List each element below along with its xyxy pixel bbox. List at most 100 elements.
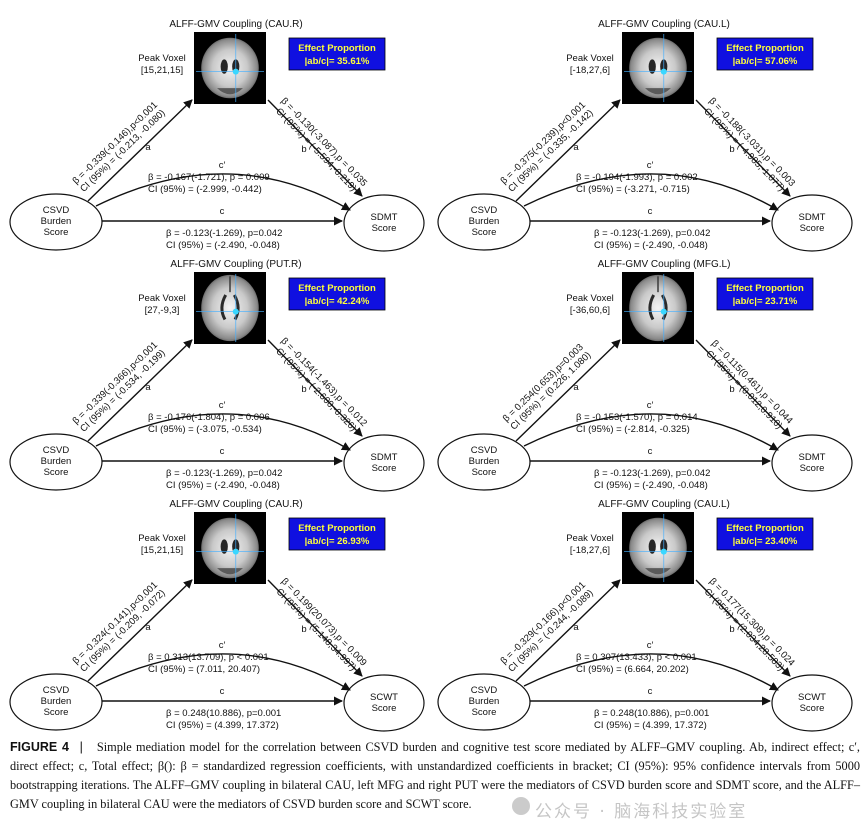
path-c-prime-beta: β = -0.176(-1.804), p = 0.006 [148, 412, 270, 423]
path-b-label: b [301, 624, 306, 635]
mediation-panel: ALFF-GMV Coupling (MFG.L)Peak Voxel[-36,… [437, 259, 853, 492]
path-c-prime-ci: CI (95%) = (-2.999, -0.442) [148, 184, 262, 195]
brain-cortex [201, 37, 259, 99]
node-x-label: CSVD [43, 445, 70, 456]
path-c-ci: CI (95%) = (-2.490, -0.048) [166, 240, 280, 251]
peak-voxel-label: Peak Voxel [566, 53, 614, 64]
peak-voxel-coords: [15,21,15] [141, 65, 183, 76]
node-x-ellipse [437, 673, 531, 731]
path-b-label: b [729, 144, 734, 155]
node-y-label: SDMT [799, 452, 826, 463]
path-b-label: b [301, 144, 306, 155]
path-c-prime-ci: CI (95%) = (-3.271, -0.715) [576, 184, 690, 195]
panel-title: ALFF-GMV Coupling (CAU.L) [598, 19, 730, 30]
effect-proportion-value: |ab/c|= 57.06% [733, 56, 798, 67]
path-b-ci: CI (95%) = (-2.600,-0.326) [273, 346, 358, 434]
peak-voxel-marker [660, 548, 667, 555]
path-c-beta: β = -0.123(-1.269), p=0.042 [166, 228, 282, 239]
path-b-beta: β = 0.115(0.461),p = 0.044 [709, 338, 795, 426]
path-a-arrow [515, 579, 621, 682]
brain-slice-image [194, 512, 266, 584]
node-x-label: CSVD [471, 685, 498, 696]
path-c-label: c [648, 206, 653, 217]
brain-ventricle-left [648, 294, 656, 321]
brain-ventricle-left [648, 59, 656, 74]
node-x-ellipse [437, 433, 531, 491]
node-y-label: SCWT [798, 692, 826, 703]
path-a-arrow [87, 99, 193, 202]
panel-title: ALFF-GMV Coupling (CAU.R) [169, 499, 302, 510]
path-b-arrow [695, 339, 791, 437]
mediation-panel: ALFF-GMV Coupling (CAU.R)Peak Voxel[15,2… [9, 19, 425, 252]
brain-slice-image [194, 32, 266, 104]
effect-box-background [288, 277, 386, 311]
node-y-ellipse [771, 674, 853, 732]
path-c-prime-arrow [523, 173, 779, 211]
node-x-label: Score [472, 707, 497, 718]
brain-slice-image [622, 272, 694, 344]
watermark-text: 公众号 · 脑海科技实验室 [535, 802, 748, 822]
path-c-prime-beta: β = 0.307(13.433), p < 0.001 [576, 652, 697, 663]
path-a-label: a [573, 142, 579, 153]
brain-stem [645, 88, 671, 95]
effect-box-background [716, 37, 814, 71]
caption-label: FIGURE 4 | [10, 740, 83, 754]
effect-proportion-value: |ab/c|= 23.71% [733, 296, 798, 307]
path-b-arrow [695, 579, 791, 677]
effect-proportion-box: Effect Proportion|ab/c|= 23.71% [716, 277, 814, 311]
effect-proportion-value: |ab/c|= 42.24% [305, 296, 370, 307]
path-b-arrow [267, 339, 363, 437]
peak-voxel-coords: [15,21,15] [141, 545, 183, 556]
node-y-label: SCWT [370, 692, 398, 703]
path-c-label: c [220, 446, 225, 457]
path-c-ci: CI (95%) = (4.399, 17.372) [166, 720, 279, 731]
node-x-label: CSVD [471, 205, 498, 216]
node-x-ellipse [9, 433, 103, 491]
effect-proportion-title: Effect Proportion [298, 523, 376, 534]
path-b-beta: β = -0.130(-3.087),p = 0.035 [279, 96, 370, 189]
path-c-beta: β = 0.248(10.886), p=0.001 [166, 708, 281, 719]
path-c-ci: CI (95%) = (-2.490, -0.048) [594, 480, 708, 491]
path-b-beta: β = -0.188(-3.031),p = 0.003 [707, 96, 798, 189]
node-x-ellipse [9, 193, 103, 251]
mediation-panel: ALFF-GMV Coupling (CAU.L)Peak Voxel[-18,… [437, 499, 853, 732]
path-c-ci: CI (95%) = (-2.490, -0.048) [166, 480, 280, 491]
brain-cortex [201, 517, 259, 579]
node-x-ellipse [9, 673, 103, 731]
path-a-arrow [87, 339, 193, 442]
path-a-arrow [87, 579, 193, 682]
brain-slice-image [194, 272, 266, 344]
watermark-logo-icon [512, 797, 530, 815]
peak-voxel-coords: [-36,60,6] [570, 305, 610, 316]
peak-voxel-label: Peak Voxel [566, 293, 614, 304]
path-c-beta: β = -0.123(-1.269), p=0.042 [166, 468, 282, 479]
path-c-prime-arrow [523, 413, 779, 451]
node-y-label: SDMT [371, 452, 398, 463]
node-y-label: Score [800, 223, 825, 234]
path-c-label: c [648, 686, 653, 697]
path-c-prime-label: c′ [647, 640, 654, 651]
effect-proportion-title: Effect Proportion [726, 523, 804, 534]
brain-stem [217, 88, 243, 95]
path-b-ci: CI (95%) = (-4.985,-1.077) [701, 106, 786, 194]
path-c-prime-ci: CI (95%) = (-3.075, -0.534) [148, 424, 262, 435]
node-x-label: Burden [41, 696, 72, 707]
peak-voxel-coords: [27,-9,3] [145, 305, 180, 316]
path-b-beta: β = 0.199(20.073),p = 0.009 [279, 576, 369, 669]
node-y-label: SDMT [371, 212, 398, 223]
node-y-ellipse [343, 194, 425, 252]
node-y-label: Score [372, 703, 397, 714]
path-c-beta: β = -0.123(-1.269), p=0.042 [594, 468, 710, 479]
node-y-label: Score [372, 223, 397, 234]
effect-proportion-title: Effect Proportion [726, 43, 804, 54]
figure-caption: FIGURE 4 |Simple mediation model for the… [10, 738, 860, 814]
